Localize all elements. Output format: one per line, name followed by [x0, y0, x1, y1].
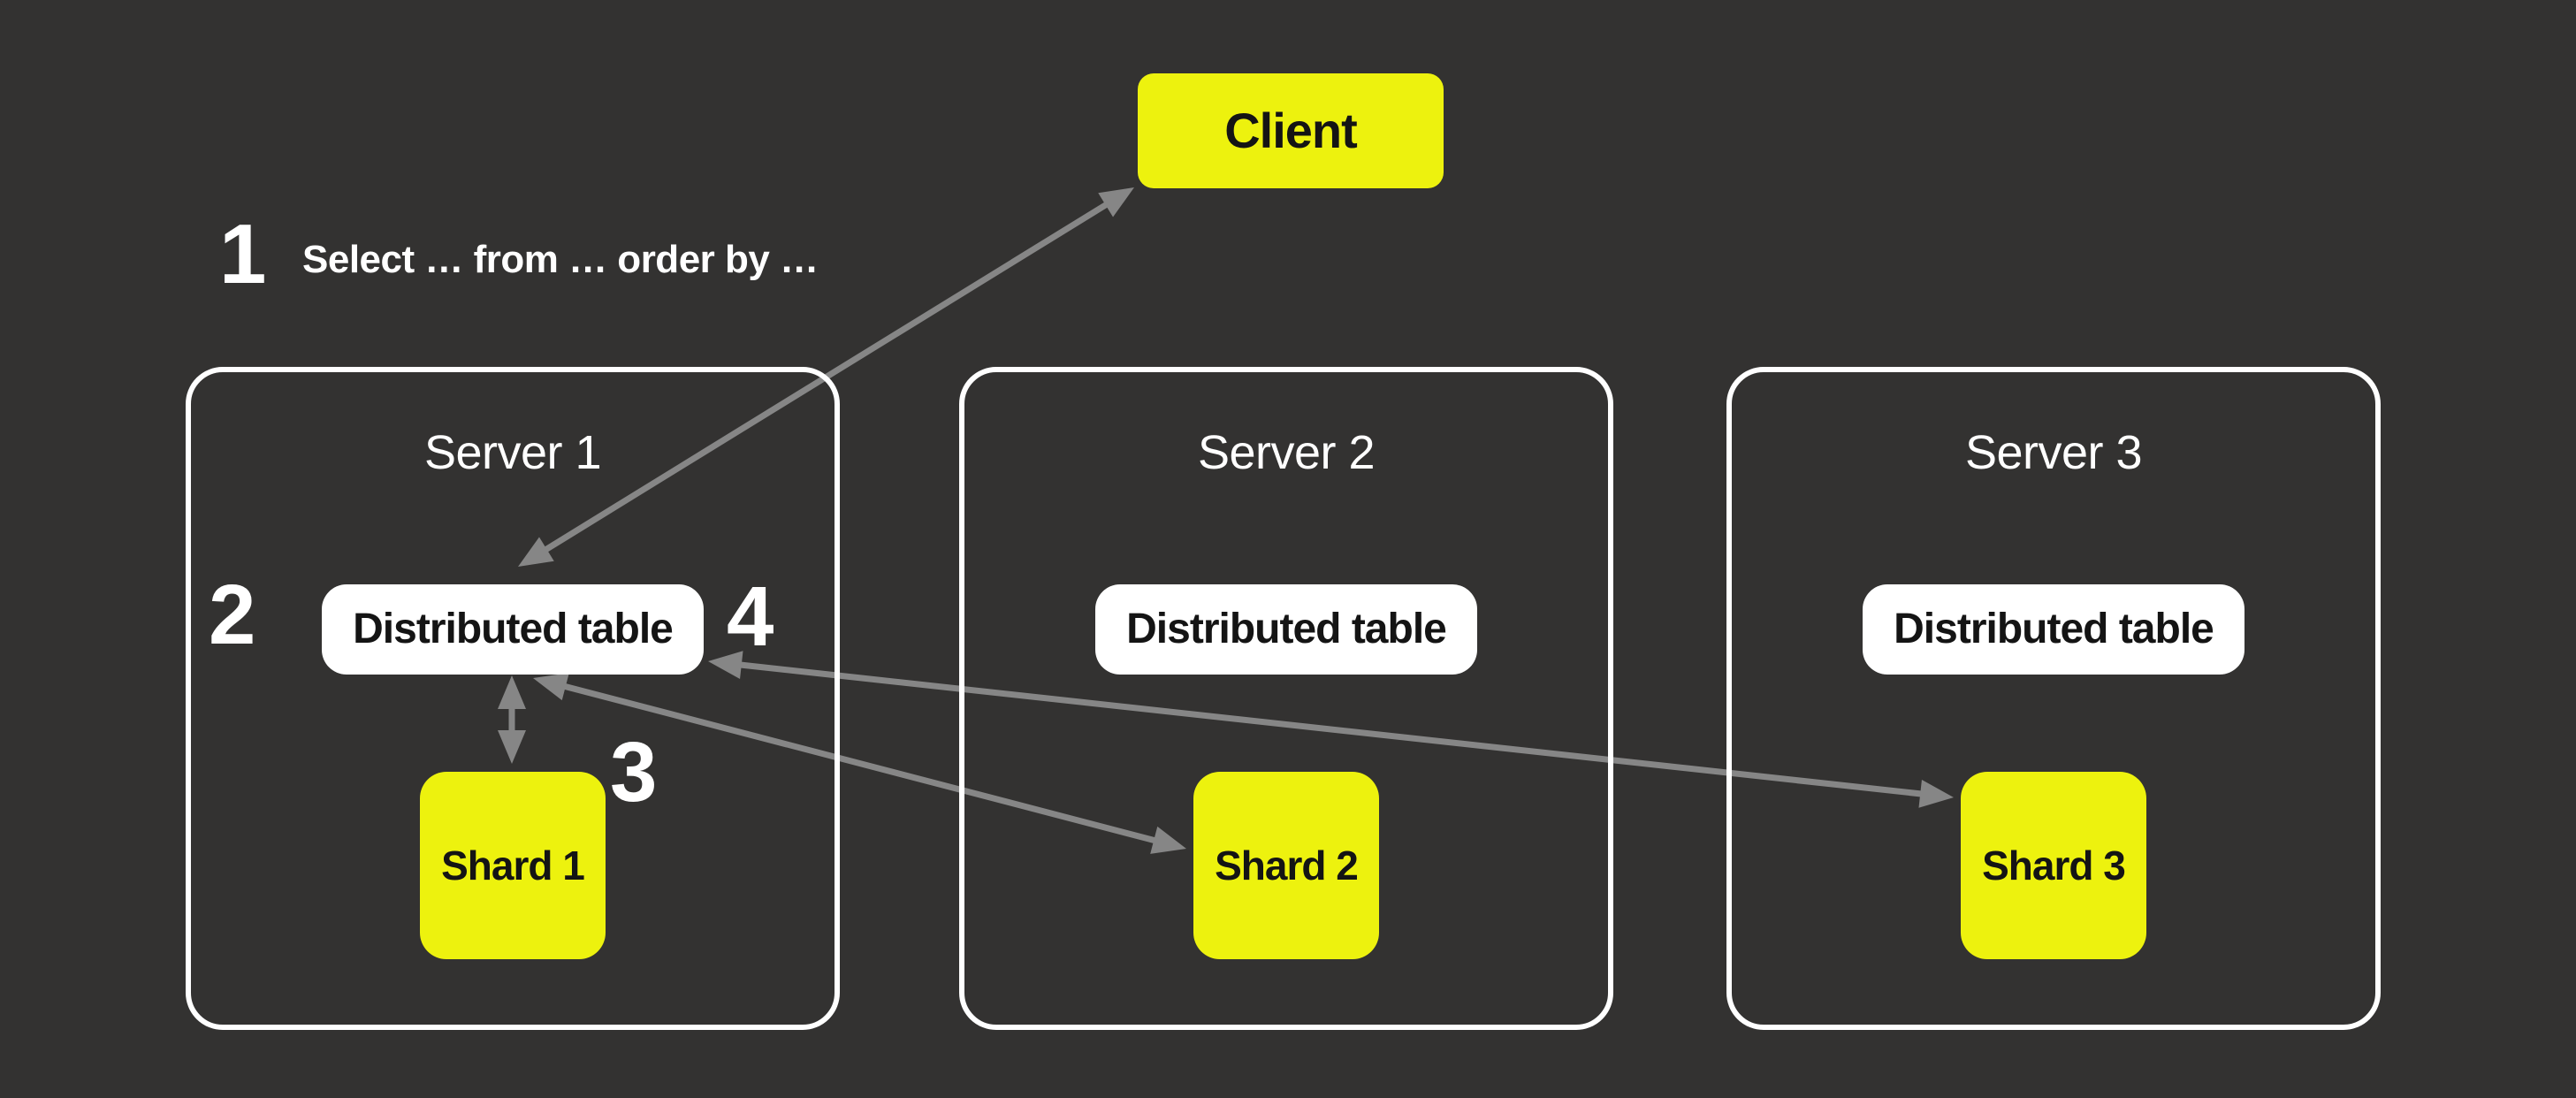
arrow-server-1-distributed-table-to-shard-1: [498, 675, 526, 764]
arrowhead-at-server-1-distributed-table: [533, 673, 569, 701]
server-3-distributed-table-label: Distributed table: [1894, 606, 2214, 652]
shard-2-node: Shard 2: [1193, 772, 1379, 959]
shard-3-node: Shard 3: [1961, 772, 2146, 959]
arrow-server-1-distributed-table-to-shard-2: [533, 673, 1186, 854]
client-node: Client: [1138, 73, 1444, 188]
server-2-distributed-table-label: Distributed table: [1126, 606, 1447, 652]
shard-2-label: Shard 2: [1215, 843, 1359, 888]
shard-1-label: Shard 1: [441, 843, 585, 888]
arrowhead-at-shard-1: [498, 730, 526, 764]
step-1-number: 1: [219, 207, 266, 301]
server-2-title: Server 2: [1197, 426, 1376, 479]
step-3-number: 3: [610, 725, 657, 820]
client-label: Client: [1224, 103, 1358, 158]
arrowhead-at-shard-2: [1150, 826, 1186, 854]
step-1-query-text: Select … from … order by …: [302, 238, 819, 281]
arrowhead-at-server-1-distributed-table: [708, 651, 743, 680]
server-3-box: Server 3 Distributed table Shard 3: [1726, 367, 2381, 1030]
arrowhead-at-server-1-distributed-table: [518, 537, 554, 567]
server-3-title: Server 3: [1964, 426, 2143, 479]
step-4-number: 4: [727, 569, 774, 664]
arrowhead-at-client: [1098, 187, 1134, 217]
step-2-number: 2: [209, 568, 255, 662]
server-1-distributed-table-label: Distributed table: [353, 606, 674, 652]
shard-1-node: Shard 1: [420, 772, 606, 959]
server-2-box: Server 2 Distributed table Shard 2: [959, 367, 1613, 1030]
arrowhead-at-shard-3: [1918, 779, 1954, 808]
server-1-box: Server 1 Distributed table Shard 1: [186, 367, 840, 1030]
arrowhead-at-server-1-distributed-table: [498, 675, 526, 709]
arrow-server-1-distributed-table-to-shard-3: [708, 651, 1954, 808]
server-3-distributed-table: Distributed table: [1863, 584, 2244, 675]
server-1-title: Server 1: [423, 426, 602, 479]
shard-3-label: Shard 3: [1982, 843, 2126, 888]
server-1-distributed-table: Distributed table: [322, 584, 704, 675]
server-2-distributed-table: Distributed table: [1095, 584, 1477, 675]
